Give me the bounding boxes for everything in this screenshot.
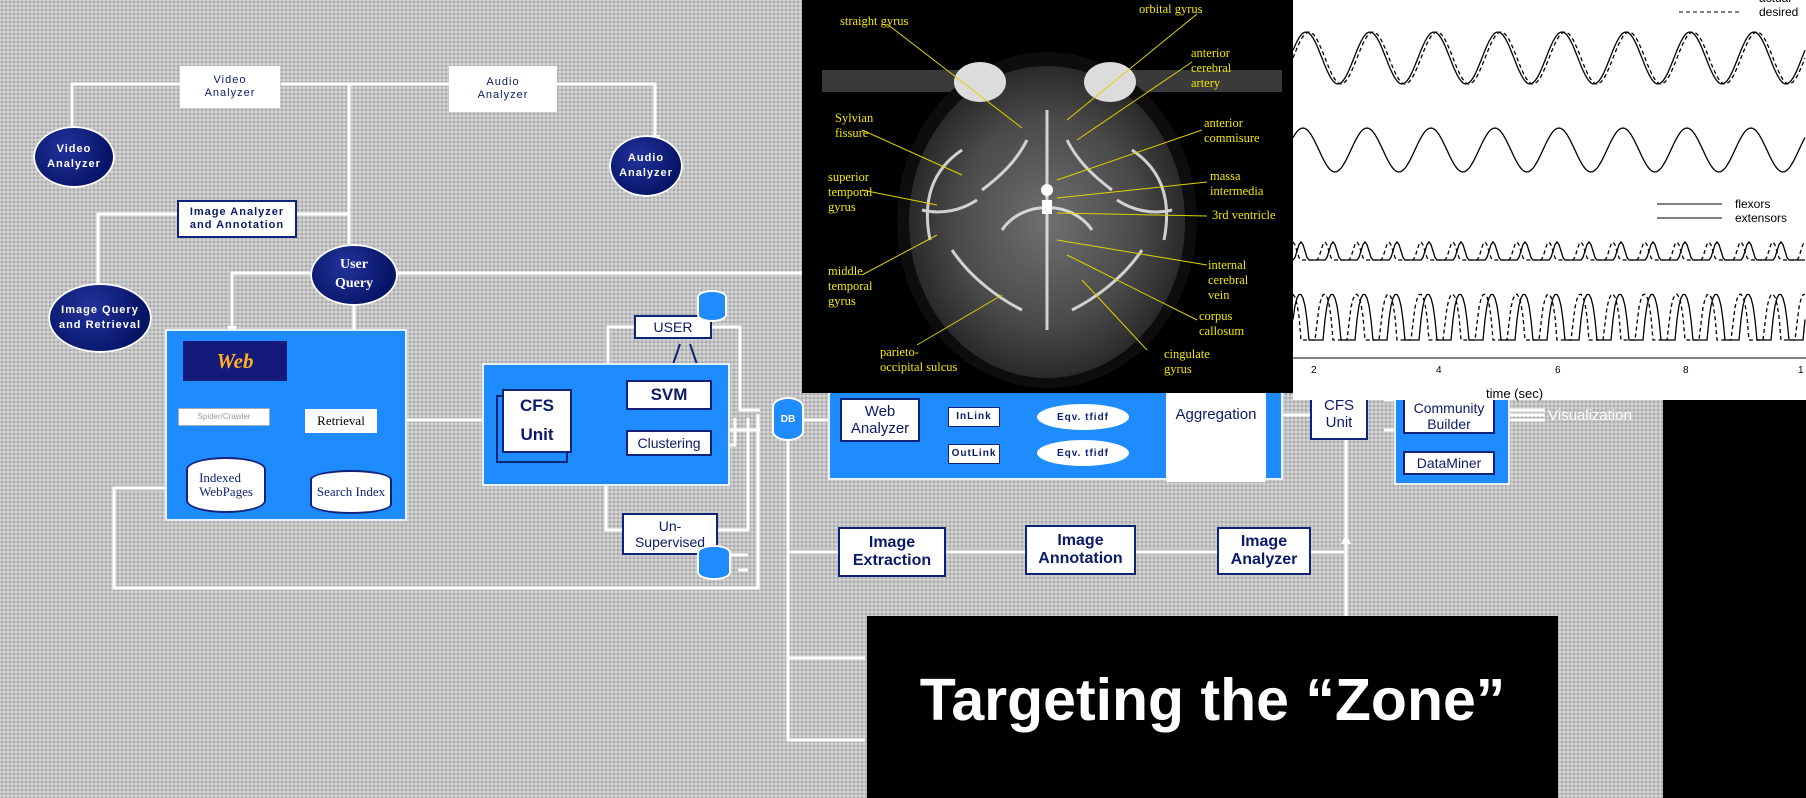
title-panel: Targeting the “Zone” (867, 616, 1558, 798)
slide-title: Targeting the “Zone” (919, 667, 1506, 733)
dataminer-box[interactable]: DataMiner (1403, 451, 1495, 475)
cfs-unit-box[interactable]: CFS Unit (502, 389, 572, 453)
x-tick-10: 1 (1798, 365, 1804, 376)
waveform-plot: actual desired flexors extensors time (s… (1293, 0, 1806, 401)
image-query-retrieval-oval[interactable]: Image Query and Retrieval (48, 283, 152, 353)
legend-actual: actual (1759, 0, 1791, 5)
label-sylvian-fissure: Sylvian fissure (835, 111, 874, 140)
outlink-box[interactable]: OutLink (948, 444, 1000, 464)
clustering-box[interactable]: Clustering (626, 430, 712, 456)
web-analyzer-box[interactable]: Web Analyzer (840, 398, 920, 442)
label-straight-gyrus: straight gyrus (840, 14, 909, 28)
community-builder-box[interactable]: Community Builder (1403, 398, 1495, 434)
label-anterior-commisure: anterior commisure (1204, 116, 1260, 145)
video-analyzer-oval[interactable]: Video Analyzer (33, 126, 115, 188)
user-query-oval[interactable]: User Query (310, 244, 398, 306)
spider-crawler-box[interactable]: Spider/Crawler (178, 408, 270, 426)
x-tick-2: 2 (1311, 365, 1317, 376)
inlink-box[interactable]: InLink (948, 407, 1000, 427)
label-corpus-callosum: corpus callosum (1199, 309, 1245, 338)
label-parieto-occipital-sulcus: parieto- occipital sulcus (880, 345, 958, 374)
label-orbital-gyrus: orbital gyrus (1139, 2, 1203, 16)
wave-actual-2 (1293, 127, 1806, 173)
label-massa-intermedia: massa intermedia (1210, 169, 1264, 198)
x-tick-4: 4 (1436, 365, 1442, 376)
aggregation-box[interactable]: Aggregation (1166, 392, 1266, 482)
label-middle-temporal-gyrus: middle temporal gyrus (828, 264, 873, 308)
indexed-web-pages-db[interactable]: Indexed WebPages (186, 457, 266, 513)
web-logo: Web (183, 341, 287, 381)
legend-desired-swatch (1679, 11, 1739, 13)
label-anterior-cerebral-artery: anterior cerebral artery (1191, 46, 1232, 90)
eqv-tfidf-outlink[interactable]: Eqv. tfidf (1037, 440, 1129, 466)
label-cingulate-gyrus: cingulate gyrus (1164, 347, 1210, 376)
wave-extensors (1293, 240, 1806, 261)
legend-extensors: extensors (1735, 211, 1788, 225)
db-cylinder[interactable]: DB (772, 397, 804, 441)
search-index-db[interactable]: Search Index (310, 470, 392, 514)
visualization-label: Visualization (1548, 407, 1632, 424)
wave-actual (1293, 31, 1806, 85)
legend-mid-swatches (1657, 203, 1722, 219)
label-superior-temporal-gyrus: superior temporal gyrus (828, 170, 873, 214)
audio-analyzer-oval[interactable]: Audio Analyzer (609, 135, 683, 197)
video-analyzer-box[interactable]: Video Analyzer (180, 66, 280, 108)
x-tick-6: 6 (1555, 365, 1561, 376)
audio-analyzer-box[interactable]: Audio Analyzer (449, 66, 557, 112)
user-db-icon (697, 290, 727, 322)
x-axis-label: time (sec) (1486, 386, 1544, 401)
retrieval-box[interactable]: Retrieval (305, 409, 377, 433)
image-analyzer-box[interactable]: Image Analyzer (1217, 527, 1311, 575)
legend-desired: desired (1759, 5, 1799, 19)
wave-desired (1293, 31, 1806, 85)
image-annotation-box[interactable]: Image Annotation (1025, 525, 1136, 575)
svm-box[interactable]: SVM (626, 380, 712, 410)
image-extraction-box[interactable]: Image Extraction (838, 527, 946, 577)
label-third-ventricle: 3rd ventricle (1212, 208, 1276, 222)
wave-flexors-2 (1293, 293, 1806, 341)
eqv-tfidf-inlink[interactable]: Eqv. tfidf (1037, 404, 1129, 430)
legend-flexors: flexors (1735, 197, 1771, 211)
x-tick-8: 8 (1683, 365, 1689, 376)
brain-scan-graphic (822, 13, 1282, 388)
label-internal-cerebral-vein: internal cerebral vein (1208, 258, 1249, 302)
image-analyzer-annotation-box[interactable]: Image Analyzer and Annotation (177, 200, 297, 238)
wave-flexors (1293, 240, 1805, 261)
unsupervised-db-icon (697, 545, 731, 580)
mri-brain-image: straight gyrus orbital gyrus anterior ce… (802, 0, 1293, 393)
plot-svg (1293, 31, 1806, 359)
